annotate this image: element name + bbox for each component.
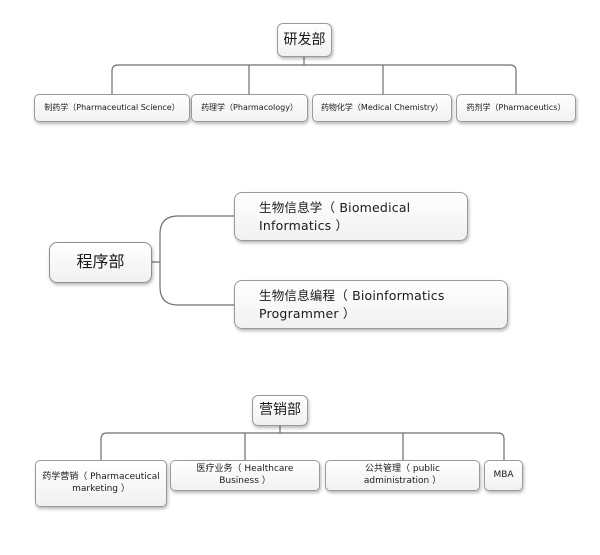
programs-child-node: 生物信息编程（ Bioinformatics Programmer ） — [234, 280, 508, 329]
programs-child-node: 生物信息学（ Biomedical Informatics ） — [234, 192, 468, 241]
rd-child-node: 药物化学（Medical Chemistry） — [312, 94, 452, 122]
programs-root-node: 程序部 — [49, 242, 152, 283]
marketing-root-node: 营销部 — [252, 395, 308, 426]
marketing-child-node: MBA — [484, 460, 523, 491]
marketing-child-node: 公共管理（ public administration ） — [325, 460, 480, 491]
marketing-child-node: 药学营销（ Pharmaceutical marketing ） — [35, 460, 167, 507]
rd-child-node: 药剂学（Pharmaceutics） — [456, 94, 576, 122]
rd-connectors — [111, 57, 517, 94]
rd-child-node: 制药学（Pharmaceutical Science） — [34, 94, 190, 122]
rd-root-node: 研发部 — [277, 23, 332, 57]
marketing-connectors — [100, 426, 505, 460]
marketing-child-node: 医疗业务（ Healthcare Business ） — [170, 460, 320, 491]
programs-connectors — [152, 215, 234, 306]
rd-child-node: 药理学（Pharmacology） — [191, 94, 308, 122]
